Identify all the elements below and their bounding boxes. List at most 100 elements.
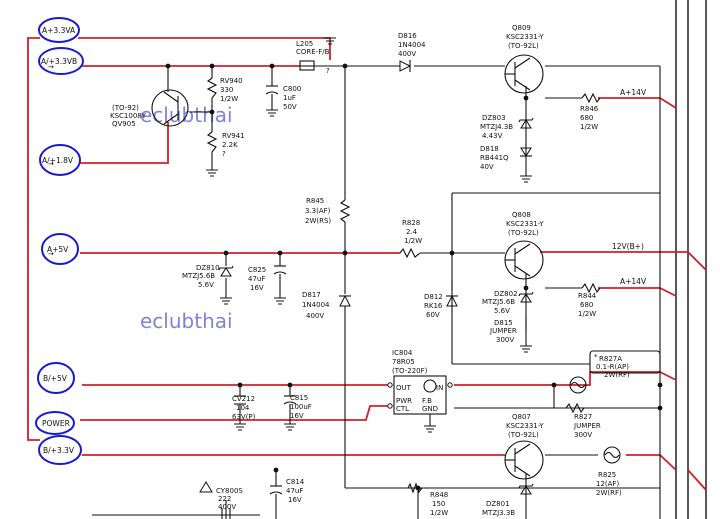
net-label-a14v-1: A+14V	[620, 88, 647, 97]
label-q808: (TO-92L)	[508, 229, 539, 237]
label-r848: R848	[430, 491, 448, 499]
label-cv212: CV212	[232, 395, 255, 403]
zener-dz803	[518, 117, 534, 129]
frame-lines	[675, 0, 707, 519]
label-r827a: 0.1-R(AP)	[596, 363, 629, 371]
diode-d817	[339, 294, 351, 307]
label-r845: 3.3(AF)	[305, 207, 331, 215]
ic-pin-gnd: GND	[422, 405, 438, 413]
diode-d818	[520, 147, 532, 157]
label-r827: JUMPER	[573, 422, 601, 430]
fuse-resistor-r825	[603, 446, 621, 464]
label-d817: 1N4004	[302, 301, 330, 309]
label-ic804: IC804	[392, 349, 413, 357]
label-rv941: 2.2K	[222, 141, 238, 149]
label-dz802: MTZJ5.6B	[482, 298, 515, 306]
ic-pin-out: OUT	[396, 384, 412, 392]
label-dz802: 5.6V	[494, 307, 510, 315]
label-q809: (TO-92L)	[508, 42, 539, 50]
label-r844: 1/2W	[578, 310, 596, 318]
ic-pin-fb: F.B	[422, 397, 432, 405]
label-d816: 1N4004	[398, 41, 426, 49]
transistor-q809	[504, 54, 544, 94]
label-r848: 150	[432, 500, 445, 508]
resistor-r848	[407, 482, 423, 494]
label-d816: D816	[398, 32, 417, 40]
label-c815: 100uF	[290, 403, 312, 411]
svg-text:A/+3.3VB: A/+3.3VB	[41, 57, 77, 66]
resistor-rv941	[206, 131, 218, 153]
label-d817: 400V	[306, 312, 324, 320]
label-dz803: DZ803	[482, 114, 506, 122]
label-c814: 47uF	[286, 487, 303, 495]
arrow-icon: →	[48, 160, 54, 168]
label-l205: ?	[326, 67, 330, 75]
inductor-l205	[299, 60, 315, 71]
transistor-q807	[504, 440, 544, 480]
label-r825: 2W(RF)	[596, 489, 622, 497]
label-rv940: RV940	[220, 77, 243, 85]
capacitor-c825	[273, 265, 287, 275]
label-cy800s: CY800S	[216, 487, 243, 495]
ic-pin-ctl: CTL	[396, 405, 409, 413]
capacitor-c815	[283, 395, 297, 405]
resistor-r846	[581, 92, 601, 104]
label-r827a: 2W(RF)	[604, 371, 630, 379]
label-r844: R844	[578, 292, 597, 300]
label-d818: 40V	[480, 163, 494, 171]
label-r845: R845	[306, 197, 324, 205]
label-q905: (TO-92)	[112, 104, 139, 112]
label-c815: C815	[290, 394, 308, 402]
label-r846: 1/2W	[580, 123, 598, 131]
svg-text:B/+3.3V: B/+3.3V	[43, 446, 75, 455]
label-d815: JUMPER	[489, 327, 517, 335]
diode-d812	[446, 294, 458, 307]
capacitor-cv212	[234, 395, 246, 405]
resistor-r844	[581, 282, 601, 294]
net-label-a33va: A+3.3VA	[38, 17, 80, 43]
label-r844: 680	[580, 301, 593, 309]
label-rv941: RV941	[222, 132, 245, 140]
arrow-icon: →	[48, 63, 54, 71]
resistor-r827	[565, 402, 585, 414]
net-label-a18v: A/+1.8V	[39, 144, 81, 176]
label-dz810: 5.6V	[198, 281, 214, 289]
label-r828: R828	[402, 219, 420, 227]
label-q807: KSC2331-Y	[506, 422, 544, 430]
net-label-power: POWER	[35, 411, 75, 435]
capacitor-c800	[265, 85, 279, 95]
watermark-text: eclubthai	[140, 309, 233, 333]
label-d812: 60V	[426, 311, 440, 319]
transistor-q808	[504, 240, 544, 280]
label-q808: KSC2331-Y	[506, 220, 544, 228]
capacitor-c814	[269, 485, 283, 495]
label-cv212: 104	[236, 404, 250, 412]
label-c800: C800	[283, 85, 301, 93]
diode-d816	[399, 60, 412, 72]
arrow-icon: →	[48, 250, 54, 258]
net-label-a33vb: A/+3.3VB	[38, 47, 84, 75]
label-r825: 12(AF)	[596, 480, 619, 488]
resistor-rv940	[206, 77, 218, 99]
zener-dz802	[518, 291, 534, 303]
net-label-b33v: B/+3.3V	[38, 435, 82, 465]
label-q809: Q809	[512, 24, 531, 32]
svg-text:A/+1.8V: A/+1.8V	[42, 156, 74, 165]
label-q807: (TO-92L)	[508, 431, 539, 439]
label-ic804: 78R05	[392, 358, 415, 366]
zener-dz801	[518, 483, 534, 495]
label-d817: D817	[302, 291, 321, 299]
label-d815: 300V	[496, 336, 514, 344]
label-r827: 300V	[574, 431, 592, 439]
label-dz801: MTZJ3.3B	[482, 509, 515, 517]
wiring	[92, 65, 661, 519]
ic-pin-in: IN	[436, 384, 443, 392]
r827a-box	[589, 350, 661, 374]
label-d815: D815	[494, 319, 513, 327]
label-r825: R825	[598, 471, 616, 479]
label-q808: Q808	[512, 211, 531, 219]
label-dz810: MTZJ5.6B	[182, 272, 215, 280]
label-d812: D812	[424, 293, 443, 301]
ic-pin-pwr: PWR	[396, 397, 412, 405]
